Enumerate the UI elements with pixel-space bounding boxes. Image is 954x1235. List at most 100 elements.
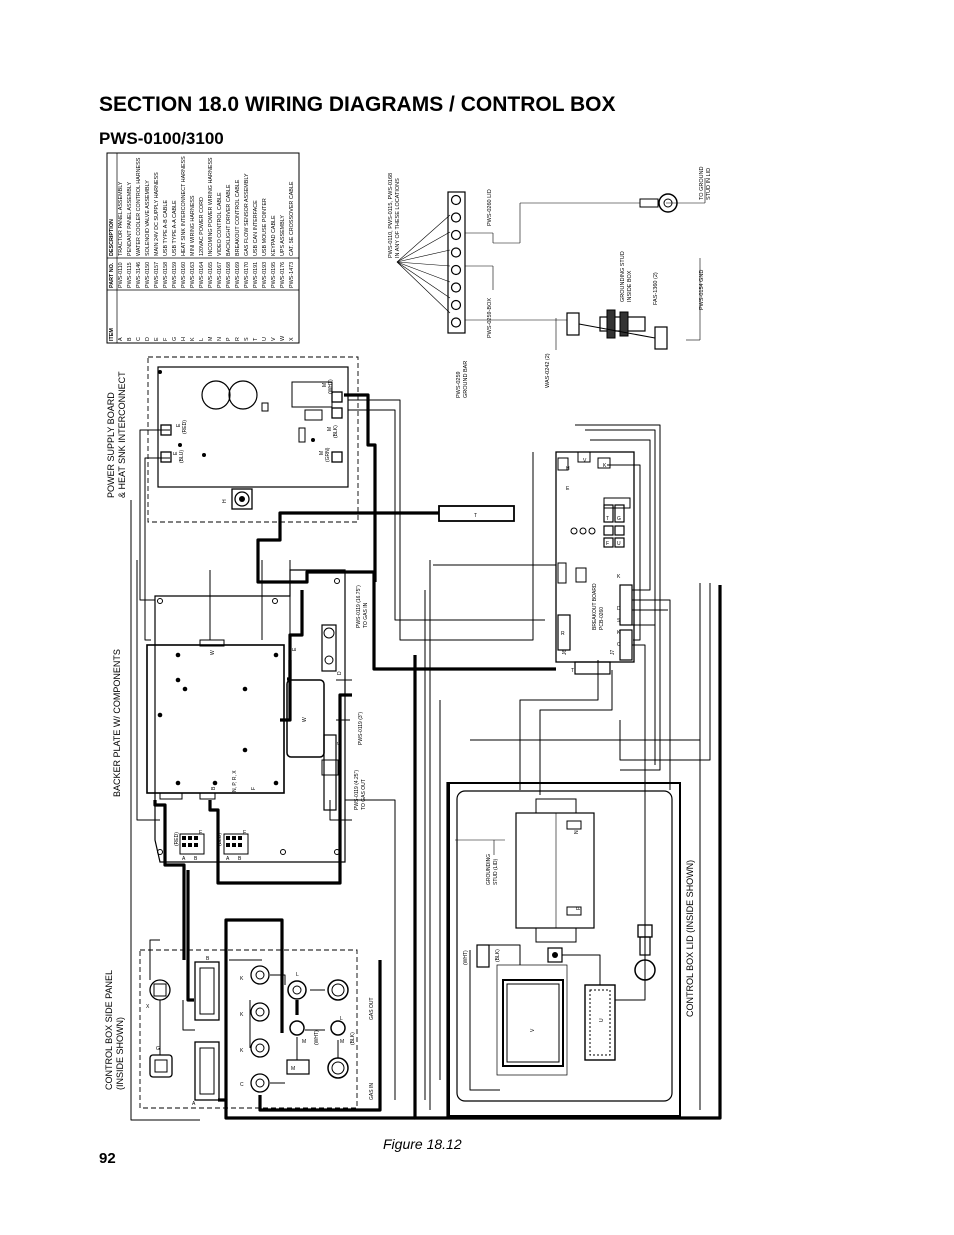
ground-bar-locations-label-1: PWS-0110, PWS-0115, PWS-0168 [388, 173, 394, 258]
to-ground-label-1: TO GROUND [699, 166, 705, 200]
table-row-item: F [163, 337, 169, 341]
bb-label-j6: J6 [562, 650, 568, 656]
grounding-stud-label-1: GROUNDING STUD [620, 251, 626, 302]
psu-label-m-bottom: M [319, 451, 325, 455]
table-row-description: MAIN 24V DC SUPPLY HARNESS [154, 172, 160, 256]
backer-label-b: B [211, 786, 217, 790]
usb-can-label-t: T [474, 513, 477, 519]
ground-bar-hole [450, 317, 462, 328]
table-row-item: P [226, 337, 232, 341]
thin-wiring [130, 399, 711, 1121]
to-ground-label-2: STUD IN LID [706, 168, 712, 200]
bb-label-d: D [617, 606, 621, 612]
tube-gas-in-label-2: TO GAS IN [363, 602, 369, 628]
psu-wire-blu: (BLU) [179, 450, 185, 463]
pws-0154-label: PWS-0154 GND [699, 270, 705, 310]
bb-label-j7: J7 [610, 650, 616, 656]
psu-wire-blk: (BLK) [333, 425, 339, 438]
table-row-part-no: PWS-0164 [199, 262, 205, 288]
ground-bar-hole [450, 282, 462, 293]
dc-label-b-1: B [194, 856, 198, 862]
dc-label-e-1: E [199, 830, 203, 836]
table-row-item: B [127, 337, 133, 341]
table-row-description: USB TYPE A-A CABLE [172, 200, 178, 256]
control-box-lid: N P V U GROUNDING STUD (LID) (WHT) (BLK)… [448, 782, 695, 1117]
power-supply-section-label-2: & HEAT SNK INTERCONNECT [117, 371, 127, 498]
table-row-description: USB CAN INTERFACE [253, 200, 259, 256]
table-row-item: L [199, 338, 205, 341]
grounding-stud-label-2: INSIDE BOX [627, 270, 633, 302]
control-box-lid-section-label: CONTROL BOX LID (INSIDE SHOWN) [685, 860, 695, 1017]
table-row-part-no: PWS-0110 [118, 262, 124, 288]
table-row-item: V [271, 337, 277, 341]
sp-label-m-2: M [340, 1039, 344, 1045]
sp-label-k-3: K [240, 1048, 244, 1054]
dc-label-b-2: B [238, 856, 242, 862]
side-panel: X G B A K K K C L L M M M (WHT) (BLK) GA… [104, 949, 375, 1109]
tube-gas-in-label-1: PWS-0119 (16.75") [356, 585, 362, 628]
backer-label-w-ups: W [302, 717, 308, 722]
ground-bar-hole [450, 264, 462, 276]
power-supply-section-label-1: POWER SUPPLY BOARD [106, 392, 116, 498]
lid-label-u: U [599, 1018, 605, 1022]
table-row-part-no: PWS-0159 [172, 262, 178, 288]
table-row-description: PENDANT PANEL ASSEMBLY [127, 182, 133, 256]
dc-label-a-1: A [182, 856, 186, 862]
tube-gas-out-label-2: TO GAS OUT [361, 779, 367, 810]
table-row-description: USB MOUSE POINTER [262, 198, 268, 256]
box-ground-label: PWS-0259-BOX [487, 298, 493, 338]
table-row-part-no: PWS-1473 [289, 262, 295, 288]
ground-bar-name-label: GROUND BAR [463, 361, 469, 398]
table-row-description: HEAT SINK INTERCONNECT HARNESS [181, 156, 187, 256]
table-row-item: C [136, 337, 142, 341]
ground-bar-assembly: PWS-0110, PWS-0115, PWS-0168 IN ANY OF T… [388, 166, 712, 398]
table-row-part-no: PWS-0165 [208, 262, 214, 288]
breakout-board-label-2: PCB-0260 [599, 607, 605, 630]
sp-label-m-1: M [302, 1039, 306, 1045]
table-row-item: K [190, 337, 196, 341]
bb-label-g: G [617, 516, 621, 522]
table-row-part-no: PWS-0168 [226, 262, 232, 288]
table-row-description: INCOMING POWER WIRING HARNESS [208, 157, 214, 256]
bb-label-s: S [617, 618, 621, 624]
sp-label-a: A [192, 1101, 196, 1107]
gas-out-label: GAS OUT [369, 997, 375, 1020]
table-row-description: BACKLIGHT DRIVER CABLE [226, 184, 232, 256]
table-row-part-no: PWS-0169 [235, 262, 241, 288]
side-panel-section-label-2: (INSIDE SHOWN) [115, 1017, 125, 1090]
table-row-item: A [118, 337, 124, 341]
table-row-description: GAS FLOW SENSOR ASSEMBLY [244, 173, 250, 256]
psu-label-h: H [222, 499, 228, 503]
sp-label-g: G [156, 1046, 160, 1052]
table-row-part-no: PWS-0195 [271, 262, 277, 288]
table-row-item: D [145, 337, 151, 341]
psu-wire-red: (RED) [182, 420, 188, 434]
table-row-part-no: PWS-0193 [262, 262, 268, 288]
sp-label-m-3: M [291, 1066, 295, 1072]
psu-label-m-top: M [322, 383, 328, 387]
bb-label-c: C [617, 642, 621, 648]
sp-label-k-1: K [240, 976, 244, 982]
table-row-description: SOLENOID VALVE ASSEMBLY [145, 180, 151, 256]
lid-stud-label-2: STUD (LID) [493, 859, 499, 885]
bb-label-t-bottom: T [571, 668, 574, 674]
table-header-part-no: PART NO. [109, 262, 115, 288]
figure-caption: Figure 18.12 [383, 1136, 462, 1152]
table-row-item: X [289, 337, 295, 341]
gas-in-label: GAS IN [369, 1083, 375, 1100]
table-row-item: S [244, 337, 250, 341]
table-row-item: N [217, 337, 223, 341]
dc-label-a-2: A [226, 856, 230, 862]
table-row-description: KEYPAD CABLE [271, 215, 277, 256]
table-row-item: T [253, 337, 259, 341]
sp-wire-wht: (WHT) [314, 1030, 320, 1045]
sp-label-b: B [206, 956, 210, 962]
table-row-part-no: PWS-3146 [136, 262, 142, 288]
table-row-part-no: PWS-0157 [154, 262, 160, 288]
dc-wire-blu: (BLU) [217, 833, 223, 846]
table-row-part-no: PWS-0160 [181, 262, 187, 288]
table-row-item: U [262, 337, 268, 341]
backer-plate-section-label: BACKER PLATE W/ COMPONENTS [112, 649, 122, 797]
side-panel-section-label-1: CONTROL BOX SIDE PANEL [104, 970, 114, 1090]
